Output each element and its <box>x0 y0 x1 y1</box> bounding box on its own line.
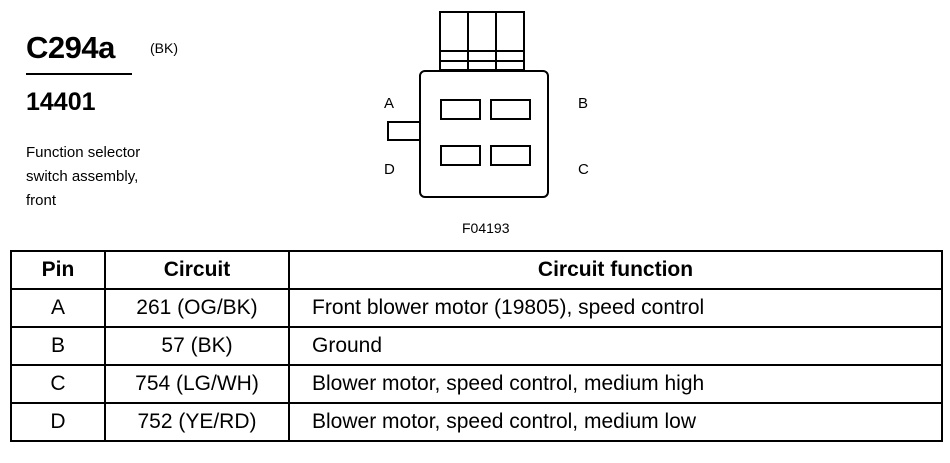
function-cell: Blower motor, speed control, medium high <box>288 364 943 404</box>
pin-cell: B <box>10 326 106 366</box>
pin-cavity-c <box>490 145 531 166</box>
pin-label-d: D <box>384 161 395 178</box>
component-description: Function selector switch assembly, front <box>26 141 186 213</box>
table-row: A 261 (OG/BK) Front blower motor (19805)… <box>10 288 943 328</box>
pin-label-c: C <box>578 161 589 178</box>
pin-label-b: B <box>578 95 589 112</box>
pin-cell: D <box>10 402 106 442</box>
table-row: B 57 (BK) Ground <box>10 326 943 366</box>
figure-id: F04193 <box>462 220 510 236</box>
circuit-cell: 261 (OG/BK) <box>104 288 290 328</box>
header-circuit: Circuit <box>104 250 290 290</box>
circuit-cell: 57 (BK) <box>104 326 290 366</box>
header-pin: Pin <box>10 250 106 290</box>
table-row: C 754 (LG/WH) Blower motor, speed contro… <box>10 364 943 404</box>
pinout-table: Pin Circuit Circuit function A 261 (OG/B… <box>10 250 943 442</box>
description-line: Function selector <box>26 144 141 161</box>
description-line: front <box>26 192 57 209</box>
connector-color: (BK) <box>150 40 178 56</box>
function-cell: Front blower motor (19805), speed contro… <box>288 288 943 328</box>
locking-tab <box>387 121 421 141</box>
pin-cell: A <box>10 288 106 328</box>
connector-id: C294a <box>26 30 115 65</box>
pin-cavity-d <box>440 145 481 166</box>
connector-drawing <box>387 11 549 198</box>
connector-body <box>419 70 549 198</box>
pin-label-a: A <box>384 95 395 112</box>
description-line: switch assembly, <box>26 168 139 185</box>
pin-cavity-a <box>440 99 481 120</box>
table-row: D 752 (YE/RD) Blower motor, speed contro… <box>10 402 943 442</box>
header-circuit-function: Circuit function <box>288 250 943 290</box>
circuit-cell: 752 (YE/RD) <box>104 402 290 442</box>
connector-face-diagram: A B C D <box>370 0 620 240</box>
part-number: 14401 <box>26 88 96 116</box>
title-underline <box>26 73 132 75</box>
pin-cavity-b <box>490 99 531 120</box>
table-header-row: Pin Circuit Circuit function <box>10 250 943 290</box>
circuit-cell: 754 (LG/WH) <box>104 364 290 404</box>
function-cell: Blower motor, speed control, medium low <box>288 402 943 442</box>
pin-cell: C <box>10 364 106 404</box>
function-cell: Ground <box>288 326 943 366</box>
